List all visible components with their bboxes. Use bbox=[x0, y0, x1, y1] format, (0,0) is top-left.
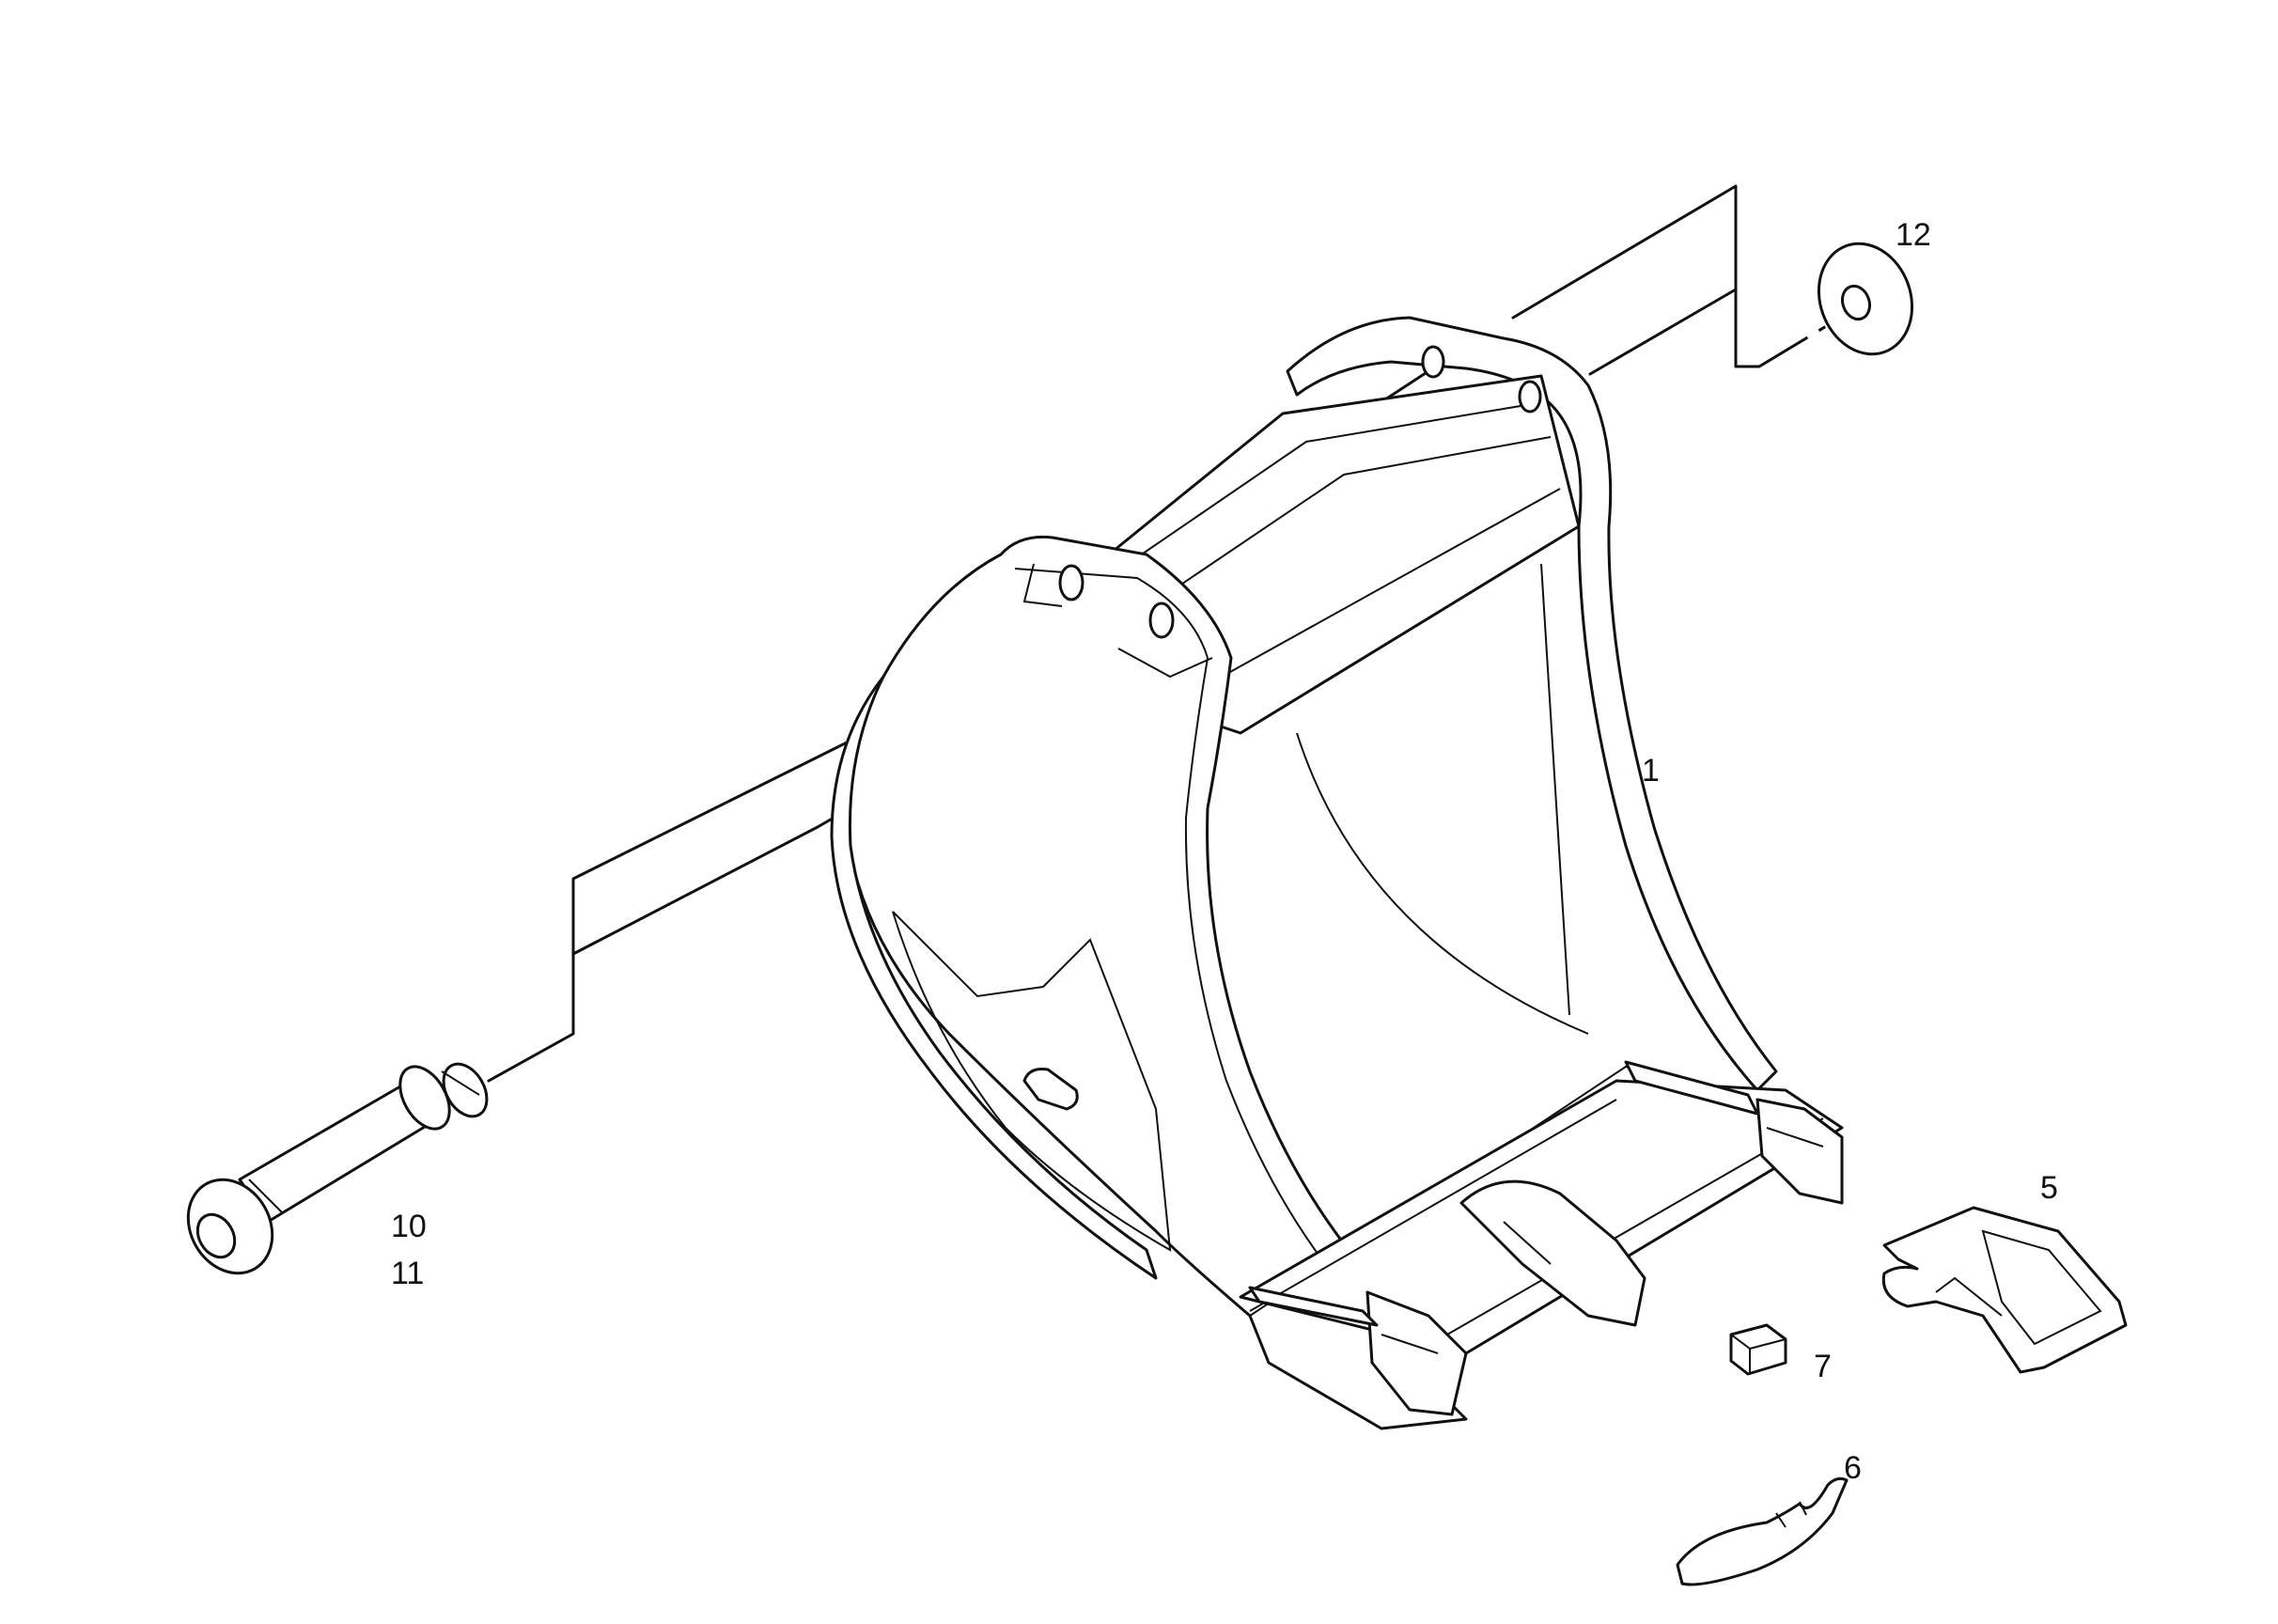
callout-pin-b: 11 bbox=[391, 1256, 425, 1291]
bucket-body-icon bbox=[830, 316, 1844, 1430]
callout-retainer: 6 bbox=[1844, 1450, 1862, 1486]
callout-bucket: 1 bbox=[1642, 753, 1660, 789]
washer-icon bbox=[1817, 242, 1914, 356]
callout-pin-a: 10 bbox=[391, 1209, 427, 1244]
retainer-icon bbox=[1676, 1476, 1849, 1586]
tooth-icon bbox=[1881, 1206, 2128, 1374]
pin-icon bbox=[186, 1062, 489, 1275]
callout-tooth: 5 bbox=[2040, 1170, 2058, 1206]
callout-washer: 12 bbox=[1896, 217, 1931, 253]
lock-block-icon bbox=[1729, 1323, 1787, 1376]
callout-lock: 7 bbox=[1814, 1349, 1832, 1384]
